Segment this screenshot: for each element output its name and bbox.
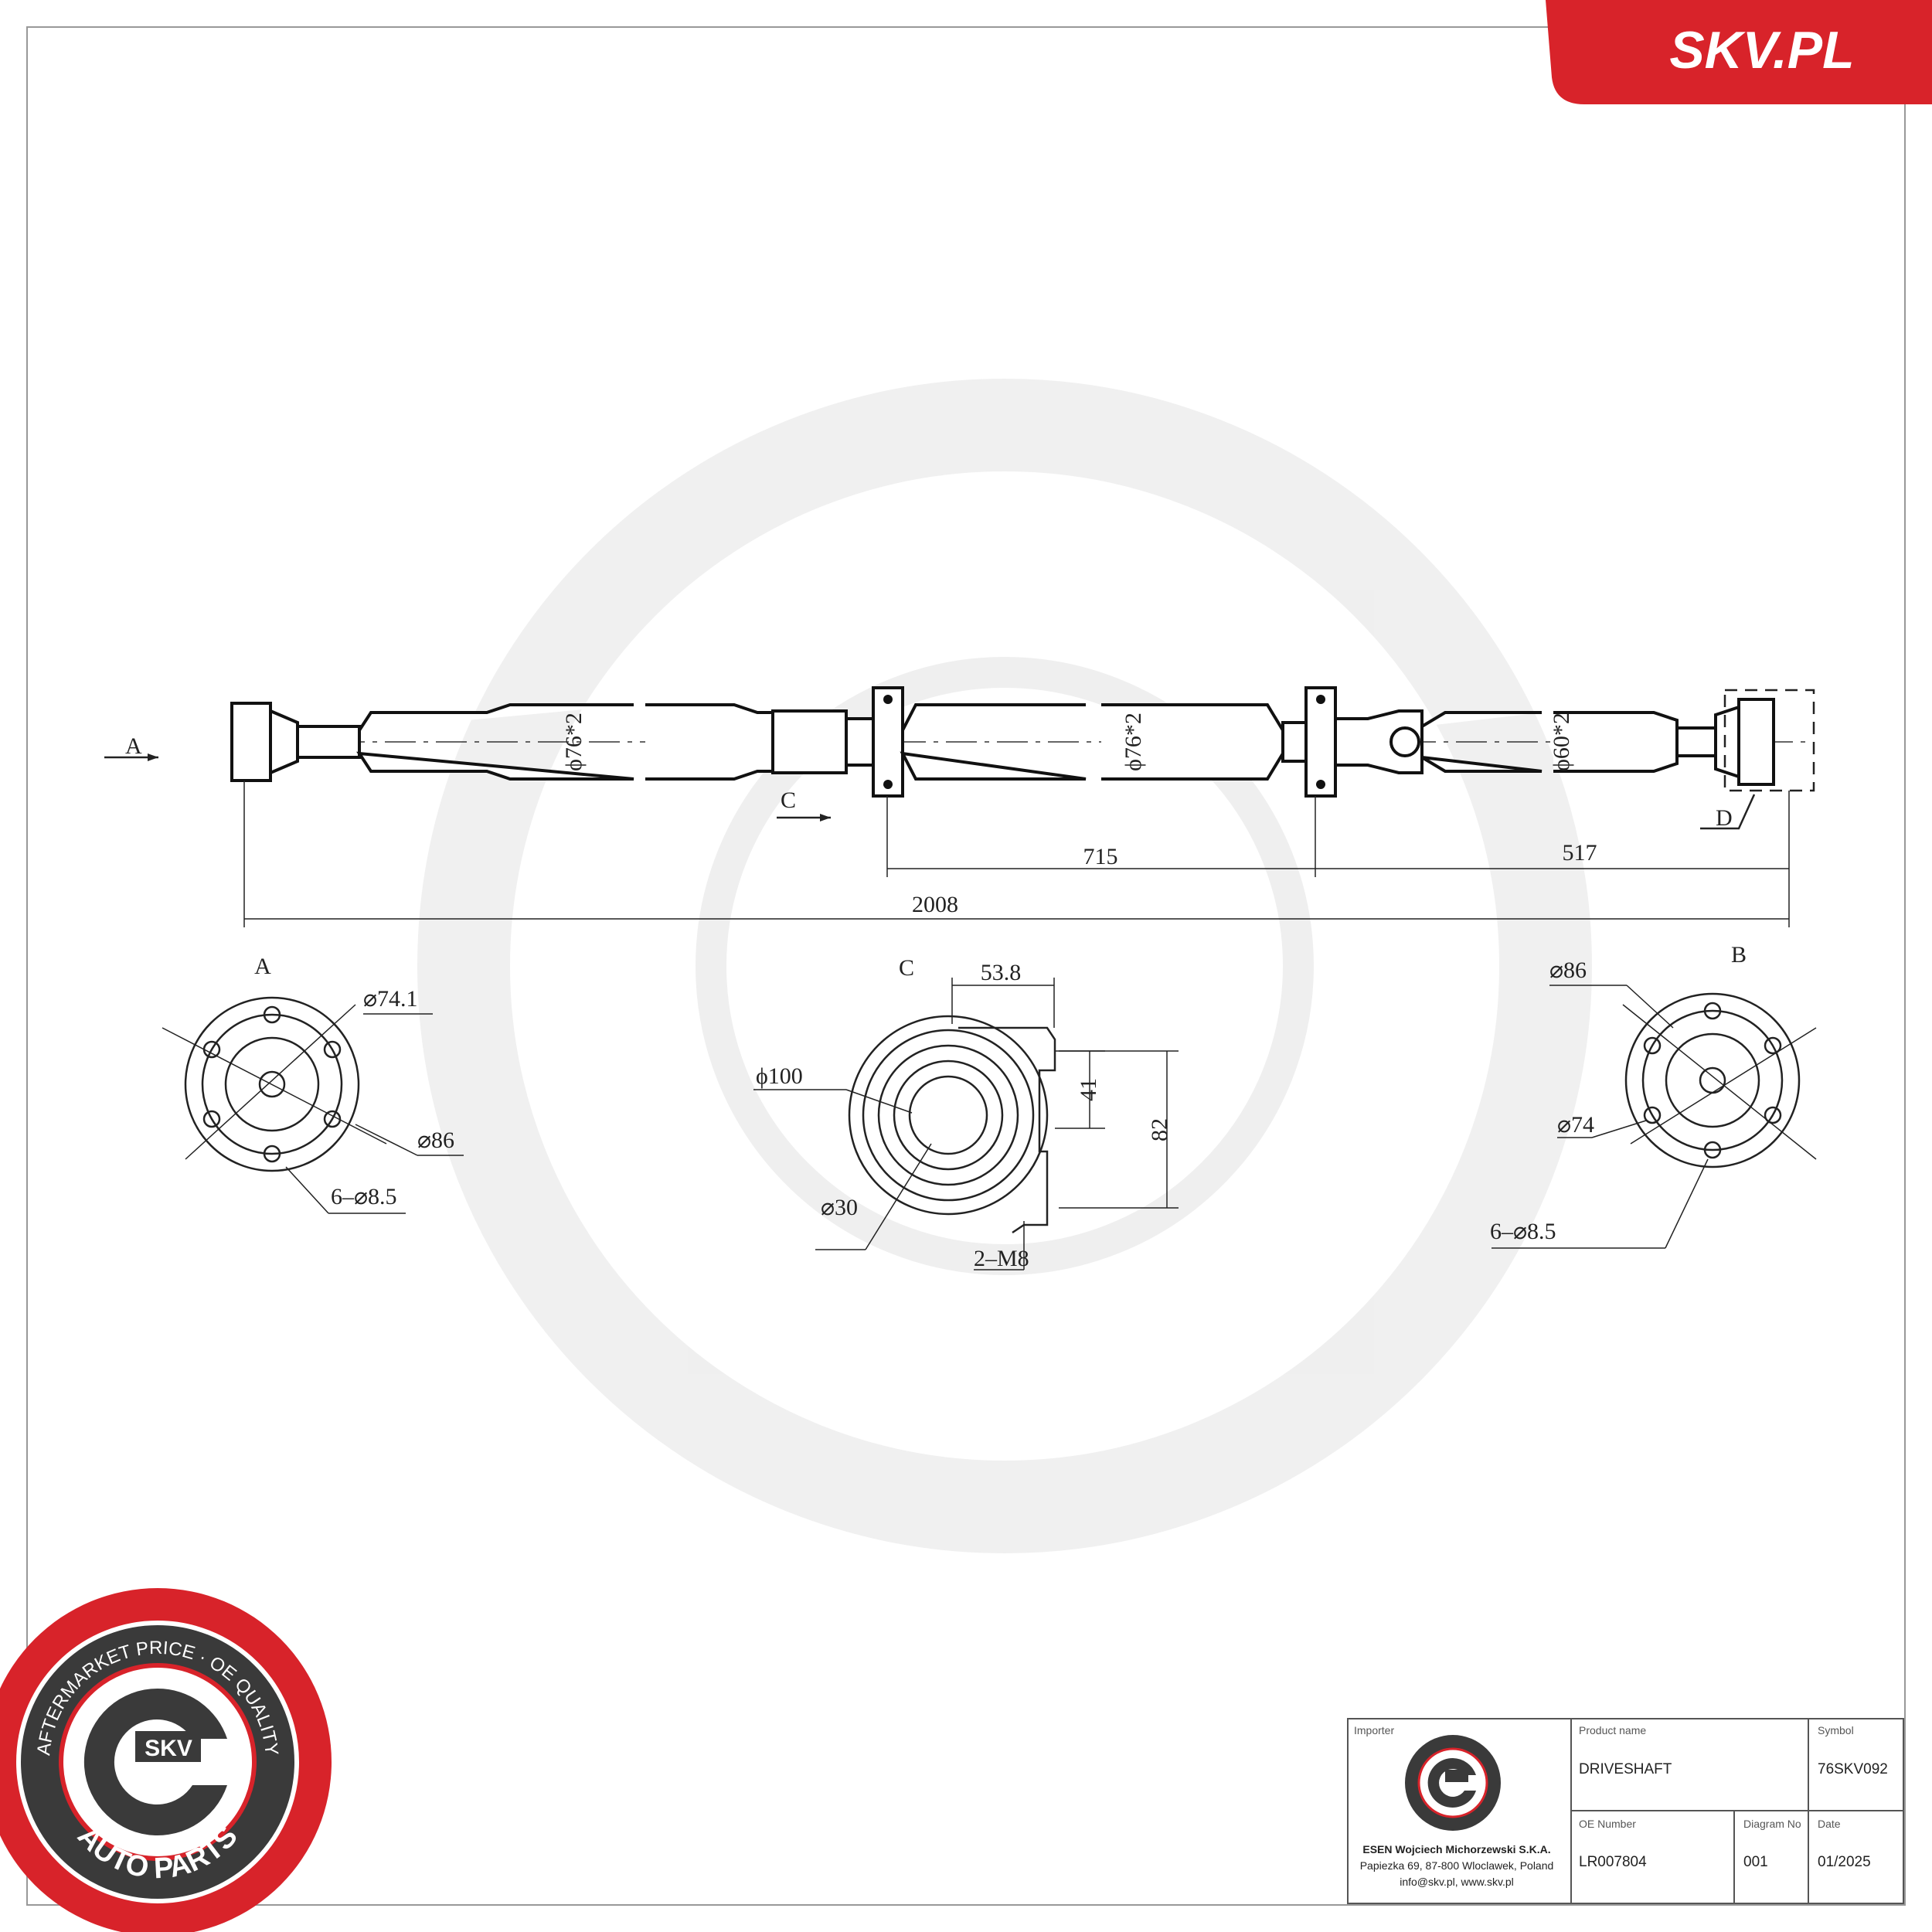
dimension-715: 715 (1083, 844, 1118, 869)
tube-diameter-1: ϕ76*2 (561, 713, 587, 771)
view-b-flange: B ⌀86 ⌀74 6–⌀8.5 (1490, 942, 1817, 1249)
view-c-width: 53.8 (981, 960, 1022, 985)
section-c-marker: C (781, 787, 796, 813)
view-b-title: B (1731, 942, 1747, 968)
diagram-no-label: Diagram No (1743, 1818, 1801, 1830)
importer-company: ESEN Wojciech Michorzewski S.K.A. (1362, 1843, 1550, 1855)
detail-d-box (1723, 689, 1815, 792)
importer-contact: info@skv.pl, www.skv.pl (1400, 1876, 1514, 1888)
date-value: 01/2025 (1818, 1854, 1871, 1870)
oe-number: LR007804 (1579, 1854, 1647, 1870)
importer-label: Importer (1354, 1724, 1394, 1736)
product-name: DRIVESHAFT (1579, 1761, 1672, 1777)
skv-badge-logo: SKV AFTERMARKET PRICE · OE QUALITY AFTER… (0, 1588, 332, 1932)
symbol-value: 76SKV092 (1818, 1761, 1888, 1777)
driveshaft-side-view: ϕ76*2 ϕ76*2 ϕ60*2 A C D (104, 686, 1815, 831)
gear-icon (83, 1688, 227, 1835)
tube-diameter-2: ϕ76*2 (1121, 713, 1146, 771)
title-block: Importer ESEN Wojciech Michorzewski S.K.… (1347, 1718, 1904, 1904)
view-c-outer-diameter: ϕ100 (756, 1063, 803, 1089)
view-c-bore: ⌀30 (821, 1195, 858, 1220)
brand-tab[interactable]: SKV.PL (1546, 0, 1932, 104)
view-b-diameter-86: ⌀86 (1549, 957, 1587, 983)
view-c-height-82: 82 (1147, 1118, 1172, 1141)
sheet-border (26, 26, 1906, 1906)
length-dimensions: 715 517 2008 (243, 781, 1790, 927)
view-b-diameter-74: ⌀74 (1557, 1112, 1594, 1138)
importer-logo (1405, 1735, 1501, 1831)
symbol-label: Symbol (1818, 1724, 1854, 1736)
brand-site: SKV.PL (1669, 21, 1854, 80)
view-a-flange: A ⌀74.1 ⌀86 6–⌀8.5 (162, 954, 464, 1214)
section-d-marker: D (1716, 805, 1733, 831)
section-a-marker: A (125, 733, 142, 759)
importer-address: Papiezka 69, 87-800 Wloclawek, Poland (1360, 1859, 1554, 1872)
view-c-height-41: 41 (1076, 1078, 1101, 1101)
dimension-2008: 2008 (912, 892, 958, 917)
view-c-title: C (899, 955, 914, 981)
view-b-holes: 6–⌀8.5 (1490, 1219, 1556, 1244)
oe-number-label: OE Number (1579, 1818, 1636, 1830)
view-a-holes: 6–⌀8.5 (331, 1184, 397, 1209)
view-a-diameter-86: ⌀86 (417, 1128, 454, 1153)
watermark-gear-icon (417, 379, 1592, 1553)
view-a-diameter-74: ⌀74.1 (363, 986, 418, 1012)
product-name-label: Product name (1579, 1724, 1646, 1736)
diagram-no: 001 (1743, 1854, 1768, 1870)
dimension-517: 517 (1563, 840, 1597, 866)
view-a-title: A (254, 954, 271, 979)
date-label: Date (1818, 1818, 1841, 1830)
view-c-bolts: 2–M8 (974, 1246, 1029, 1271)
badge-center: SKV (145, 1736, 192, 1761)
view-c-center-bearing: 53.8 C ϕ100 41 82 ⌀30 2–M8 (753, 955, 1179, 1271)
tube-diameter-3: ϕ60*2 (1549, 713, 1574, 771)
